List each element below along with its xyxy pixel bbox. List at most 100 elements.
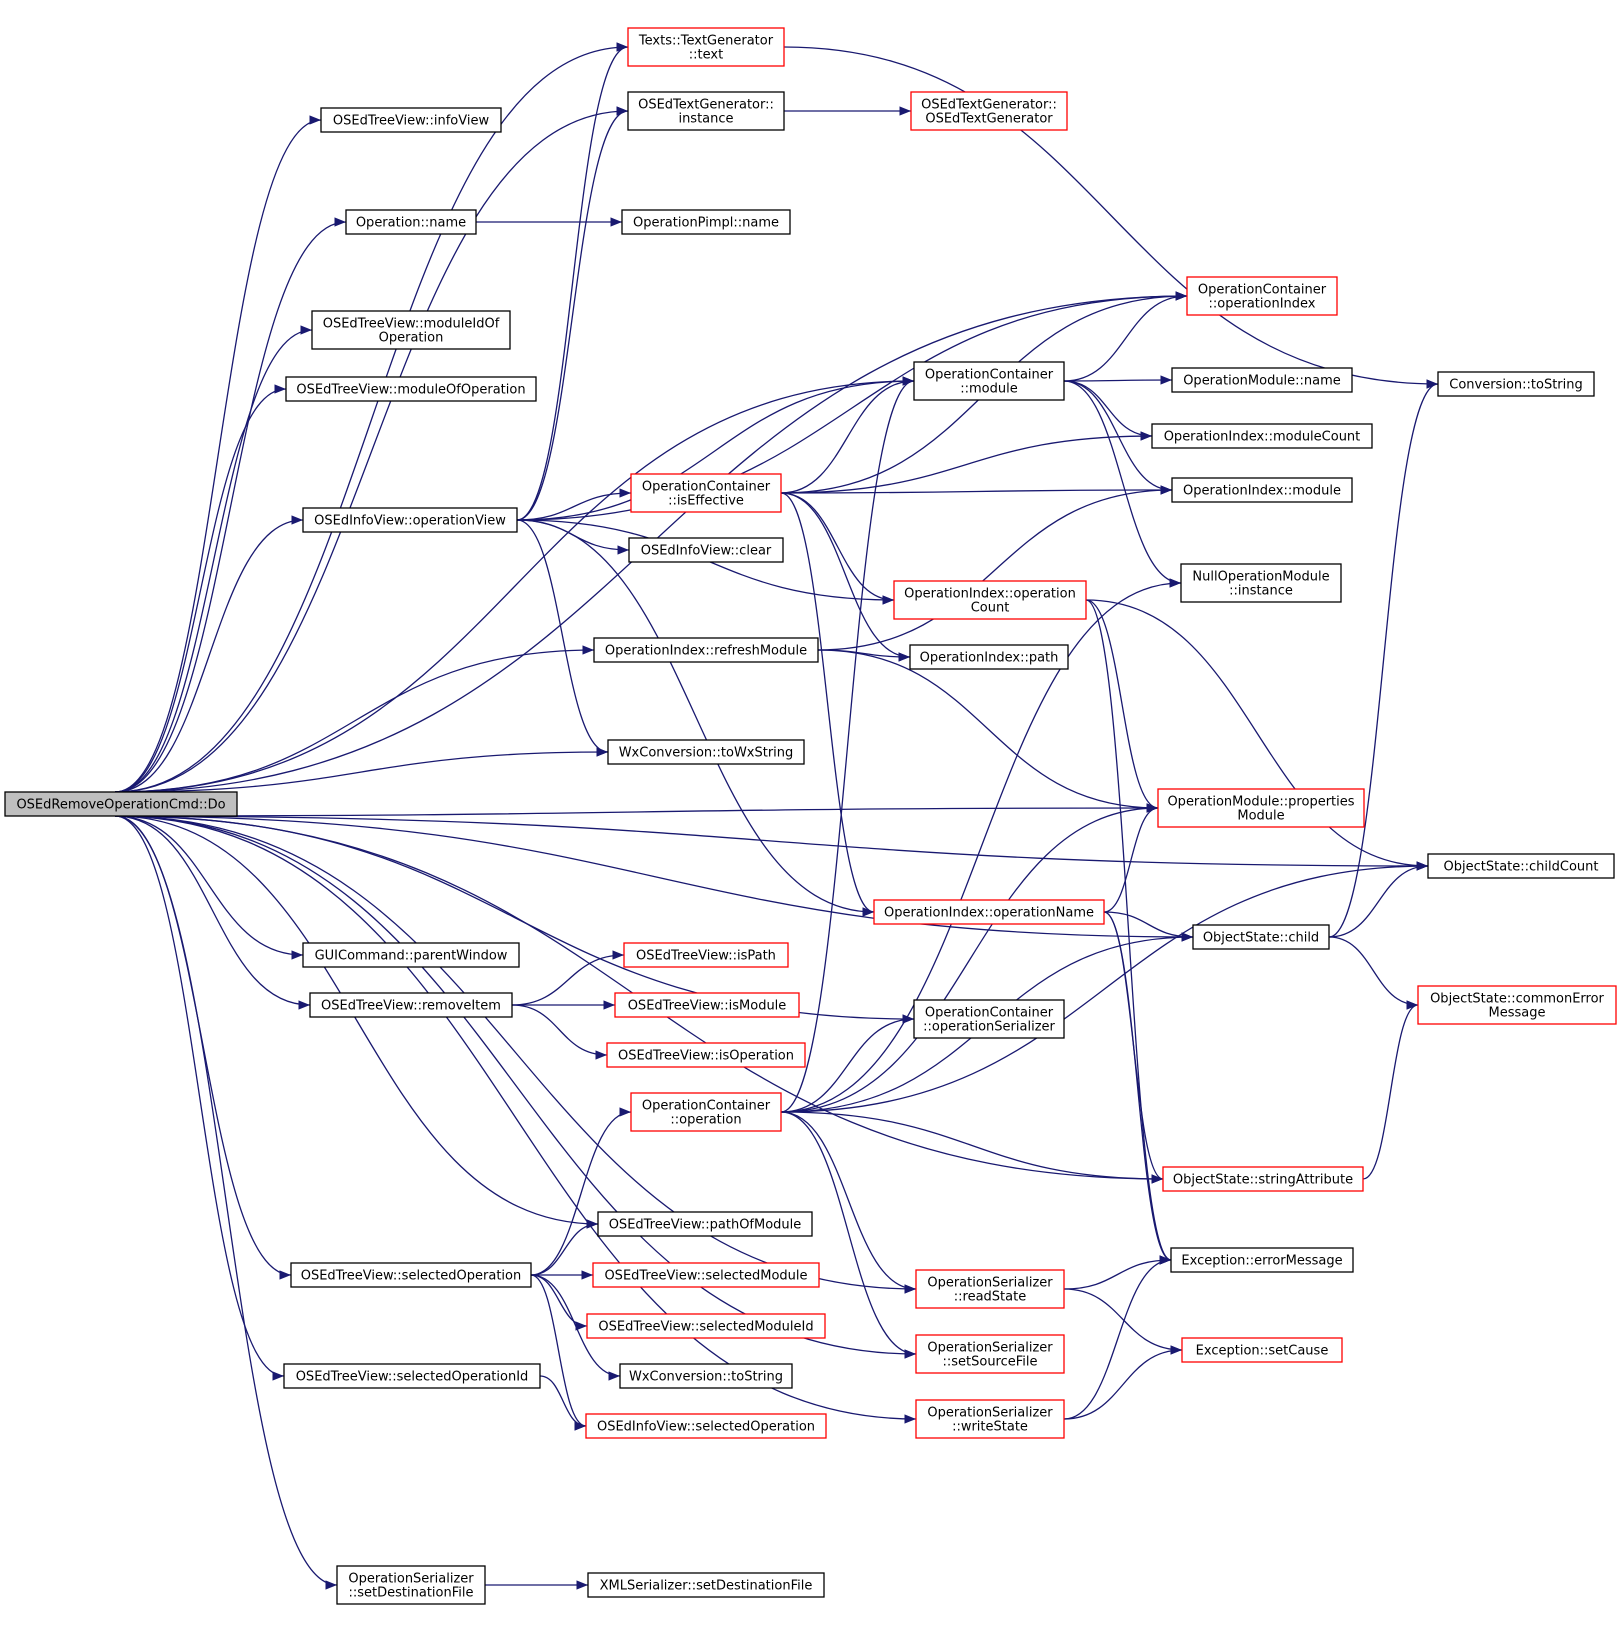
node-box	[593, 637, 819, 663]
node-tostring[interactable]: Conversion::toString	[1437, 371, 1595, 397]
edge-path	[114, 815, 915, 1024]
edge-path	[817, 649, 1159, 813]
node-wxtostring[interactable]: WxConversion::toString	[619, 1363, 793, 1389]
node-label-line: OperationModule::properties	[1167, 795, 1354, 810]
node-opname[interactable]: Operation::name	[345, 209, 477, 235]
node-label-line: Module	[1237, 809, 1284, 824]
node-selop[interactable]: OSEdTreeView::selectedOperation	[290, 1262, 532, 1288]
node-omname[interactable]: OperationModule::name	[1171, 367, 1353, 393]
node-infoview[interactable]: OSEdTreeView::infoView	[320, 107, 502, 133]
node-oipath[interactable]: OperationIndex::path	[909, 644, 1069, 670]
node-label-line: OSEdInfoView::selectedOperation	[597, 1420, 815, 1435]
node-label-line: OperationContainer	[925, 368, 1054, 383]
node-tgctor[interactable]: OSEdTextGenerator::OSEdTextGenerator	[910, 91, 1068, 131]
edge-path	[780, 1111, 1164, 1184]
edge-root-to-removeitem	[114, 815, 311, 1010]
edge-path	[516, 519, 609, 757]
node-strattr[interactable]: ObjectState::stringAttribute	[1162, 1166, 1364, 1192]
node-box	[607, 739, 805, 765]
edge-path	[780, 492, 895, 605]
node-ismodule[interactable]: OSEdTreeView::isModule	[614, 992, 800, 1018]
edge-path	[516, 488, 632, 521]
node-pathofmodule[interactable]: OSEdTreeView::pathOfModule	[597, 1211, 813, 1237]
node-isoperation[interactable]: OSEdTreeView::isOperation	[606, 1042, 806, 1068]
node-infoselop[interactable]: OSEdInfoView::selectedOperation	[585, 1413, 827, 1439]
node-nullinst[interactable]: NullOperationModule::instance	[1180, 563, 1342, 603]
node-box	[1157, 788, 1365, 828]
edge-path	[1063, 375, 1173, 385]
node-box	[630, 1092, 782, 1132]
node-errmsg[interactable]: Exception::errorMessage	[1170, 1247, 1354, 1273]
node-refresh[interactable]: OperationIndex::refreshModule	[593, 637, 819, 663]
edge-path	[114, 815, 599, 1229]
node-opview[interactable]: OSEdInfoView::operationView	[302, 507, 518, 533]
node-label-line: OperationPimpl::name	[633, 216, 779, 231]
node-text[interactable]: Texts::TextGenerator::text	[627, 27, 785, 67]
edge-path	[516, 291, 1188, 521]
node-ispath[interactable]: OSEdTreeView::isPath	[623, 942, 789, 968]
node-box	[623, 942, 789, 968]
node-box	[910, 91, 1068, 131]
edge-opcontop-to-readstate	[780, 1111, 917, 1294]
node-box	[627, 27, 785, 67]
node-label-line: GUICommand::parentWindow	[315, 949, 508, 964]
node-label-line: OSEdTreeView::removeItem	[321, 999, 501, 1014]
node-opcontmodule[interactable]: OperationContainer::module	[913, 361, 1065, 401]
edge-opcontmodule-to-omname	[1063, 375, 1173, 385]
node-tginst[interactable]: OSEdTextGenerator::instance	[627, 91, 785, 131]
node-oimodule[interactable]: OperationIndex::module	[1171, 477, 1353, 503]
node-removeitem[interactable]: OSEdTreeView::removeItem	[309, 992, 513, 1018]
node-pimplname[interactable]: OperationPimpl::name	[621, 209, 791, 235]
edge-selop-to-pathofmodule	[530, 1219, 599, 1276]
node-xmlsetdest[interactable]: XMLSerializer::setDestinationFile	[587, 1572, 825, 1598]
edge-removeitem-to-isoperation	[511, 1004, 608, 1060]
node-oschild[interactable]: ObjectState::child	[1192, 924, 1330, 950]
node-label-line: ::setDestinationFile	[349, 1586, 474, 1601]
node-box	[597, 1211, 813, 1237]
node-parentwin[interactable]: GUICommand::parentWindow	[302, 942, 520, 968]
edge-root-to-parentwin	[114, 815, 304, 960]
node-selmoduleid[interactable]: OSEdTreeView::selectedModuleId	[586, 1313, 826, 1339]
edge-opcount-to-errmsg	[1085, 599, 1172, 1265]
node-layer: OSEdRemoveOperationCmd::Do Texts::TextGen…	[4, 27, 1617, 1605]
node-moduleofop[interactable]: OSEdTreeView::moduleOfOperation	[285, 376, 537, 402]
node-label-line: Message	[1489, 1006, 1546, 1021]
edge-path	[114, 645, 595, 793]
edge-path	[114, 106, 629, 793]
edge-path	[511, 950, 625, 1006]
node-selmodule[interactable]: OSEdTreeView::selectedModule	[592, 1262, 820, 1288]
node-writestate[interactable]: OperationSerializer::writeState	[915, 1399, 1065, 1439]
node-box	[1192, 924, 1330, 950]
node-modcount[interactable]: OperationIndex::moduleCount	[1151, 423, 1373, 449]
node-opcontop[interactable]: OperationContainer::operation	[630, 1092, 782, 1132]
edge-path	[1085, 599, 1172, 1265]
node-box	[285, 376, 537, 402]
edge-opcontmodule-to-modcount	[1063, 380, 1153, 441]
node-label-line: ::operationSerializer	[923, 1020, 1055, 1035]
node-childcount[interactable]: ObjectState::childCount	[1427, 853, 1615, 879]
edge-path	[780, 1111, 917, 1359]
node-opindex[interactable]: OperationContainer::operationIndex	[1186, 276, 1338, 316]
node-setcause[interactable]: Exception::setCause	[1181, 1337, 1343, 1363]
edge-root-to-infoview	[114, 115, 322, 793]
node-root[interactable]: OSEdRemoveOperationCmd::Do	[4, 791, 238, 817]
node-selopid[interactable]: OSEdTreeView::selectedOperationId	[283, 1363, 541, 1389]
node-label-line: OSEdTreeView::infoView	[333, 114, 490, 129]
edge-opview-to-towx	[516, 519, 609, 757]
node-opserializer[interactable]: OperationContainer::operationSerializer	[913, 999, 1065, 1039]
node-setsource[interactable]: OperationSerializer::setSourceFile	[915, 1334, 1065, 1374]
node-iseffective[interactable]: OperationContainer::isEffective	[630, 473, 782, 513]
node-setdest[interactable]: OperationSerializer::setDestinationFile	[336, 1565, 486, 1605]
node-readstate[interactable]: OperationSerializer::readState	[915, 1269, 1065, 1309]
node-clear[interactable]: OSEdInfoView::clear	[628, 537, 784, 563]
edge-root-to-selopid	[114, 815, 285, 1381]
edge-path	[1063, 291, 1188, 382]
node-oiopname[interactable]: OperationIndex::operationName	[873, 899, 1105, 925]
edge-path	[780, 1111, 917, 1294]
node-box	[1171, 477, 1353, 503]
node-towx[interactable]: WxConversion::toWxString	[607, 739, 805, 765]
